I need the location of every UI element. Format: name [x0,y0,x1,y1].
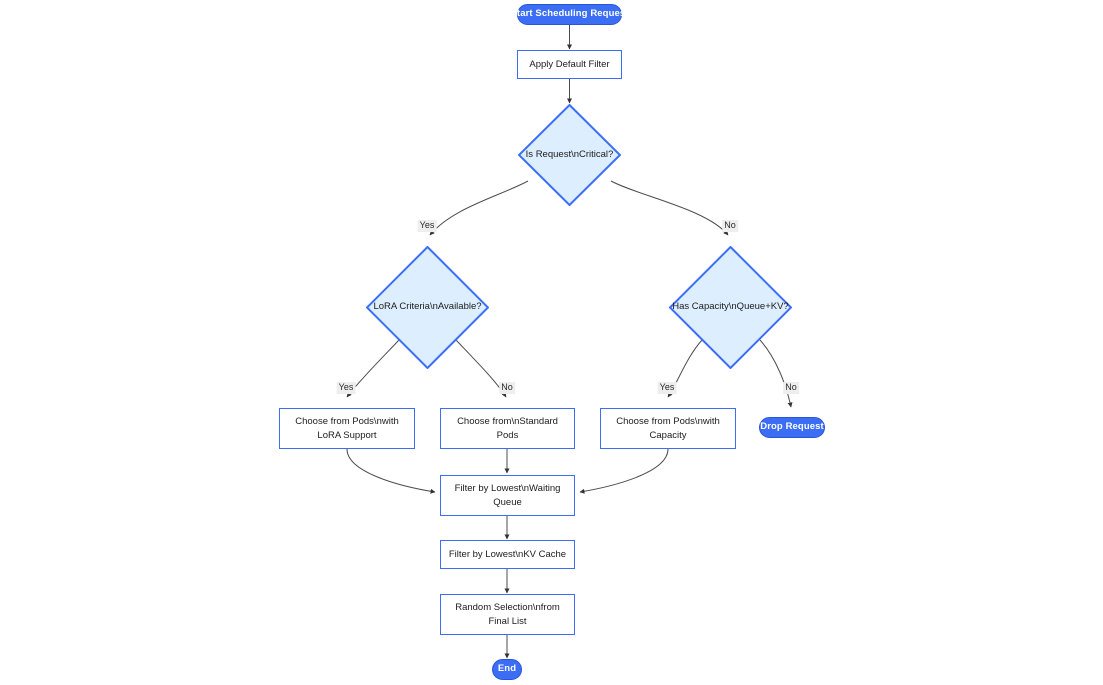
node-random-selection[interactable]: Random Selection\nfrom Final List [440,594,575,635]
node-filter-kv-cache-label: Filter by Lowest\nKV Cache [448,548,567,560]
node-choose-pods-capacity-line2: Capacity [649,429,687,441]
node-choose-pods-lora-line2: LoRA Support [317,429,377,441]
node-choose-pods-lora[interactable]: Choose from Pods\nwith LoRA Support [279,408,415,449]
node-end[interactable]: End [492,659,522,680]
node-drop-request-label: Drop Request [760,421,824,433]
node-choose-pods-capacity-line1: Choose from Pods\nwith [616,415,720,427]
edge-label-lora-yes: Yes [336,382,356,394]
node-apply-default-filter-label: Apply Default Filter [529,58,610,70]
node-start[interactable]: Start Scheduling Request [511,4,628,25]
node-lora-criteria-available[interactable]: LoRA Criteria\nAvailable? [366,246,489,369]
edge-choose-capacity-to-filter-queue [579,448,669,494]
node-choose-standard-pods[interactable]: Choose from\nStandard Pods [440,408,575,449]
node-choose-standard-pods-line2: Pods [496,429,519,441]
edge-critical-yes-to-lora [429,180,529,236]
diamond-shape-icon [366,246,489,369]
node-is-request-critical-label: Is Request\nCritical? [525,148,614,160]
edge-critical-no-to-capacity [610,180,729,236]
node-filter-waiting-queue-line1: Filter by Lowest\nWaiting [454,482,561,494]
edge-choose-lora-to-filter-queue [346,448,436,494]
node-choose-pods-capacity[interactable]: Choose from Pods\nwith Capacity [600,408,736,449]
edge-label-critical-no: No [722,220,738,232]
diamond-shape-icon [518,104,621,206]
node-filter-waiting-queue[interactable]: Filter by Lowest\nWaiting Queue [440,475,575,516]
node-lora-criteria-available-label: LoRA Criteria\nAvailable? [373,301,482,313]
node-end-label: End [497,663,517,675]
node-choose-standard-pods-line1: Choose from\nStandard [457,415,558,427]
node-has-capacity[interactable]: Has Capacity\nQueue+KV? [669,246,792,369]
node-apply-default-filter[interactable]: Apply Default Filter [517,50,622,79]
node-start-label: Start Scheduling Request [510,8,629,20]
node-random-selection-line1: Random Selection\nfrom [455,601,560,613]
node-filter-kv-cache[interactable]: Filter by Lowest\nKV Cache [440,540,575,569]
node-random-selection-line2: Final List [488,615,527,627]
node-choose-pods-lora-line1: Choose from Pods\nwith [295,415,399,427]
edge-label-capacity-yes: Yes [657,382,677,394]
node-drop-request[interactable]: Drop Request [759,417,825,438]
node-is-request-critical[interactable]: Is Request\nCritical? [518,104,621,206]
edge-label-capacity-no: No [783,382,799,394]
node-has-capacity-label: Has Capacity\nQueue+KV? [672,301,789,313]
node-filter-waiting-queue-line2: Queue [493,496,522,508]
edge-label-lora-no: No [499,382,515,394]
edge-label-critical-yes: Yes [417,220,437,232]
diamond-shape-icon [669,246,792,369]
